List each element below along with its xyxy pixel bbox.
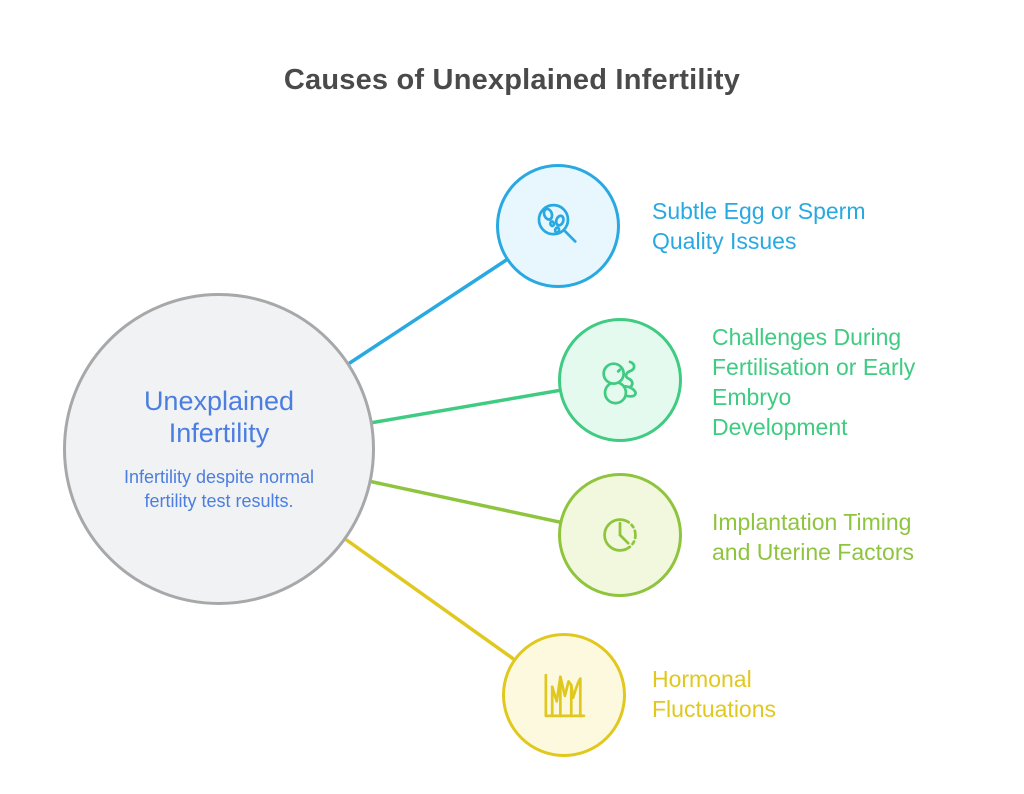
branch-node-egg-sperm-quality: [496, 164, 620, 288]
magnifier-cells-icon: [537, 203, 577, 243]
branch-node-hormonal-fluctuations: [502, 633, 626, 757]
clock-icon: [603, 518, 637, 552]
branch-label-fertilisation-embryo: Challenges During Fertilisation or Early…: [712, 324, 916, 440]
center-node-title: Unexplained Infertility: [143, 386, 295, 448]
fluctuation-chart-icon: [544, 673, 586, 718]
branch-label-implantation-uterine: Implantation Timing and Uterine Factors: [712, 509, 914, 565]
branch-node-implantation-uterine: [558, 473, 682, 597]
branch-node-fertilisation-embryo: [558, 318, 682, 442]
embryo-icon: [602, 360, 637, 405]
center-node-subtitle: Infertility despite normal fertility tes…: [123, 467, 315, 511]
branch-label-hormonal-fluctuations: Hormonal Fluctuations: [652, 666, 777, 722]
branch-label-egg-sperm-quality: Subtle Egg or Sperm Quality Issues: [652, 198, 866, 254]
page-title: Causes of Unexplained Infertility: [283, 64, 741, 96]
center-node-unexplained-infertility: Unexplained Infertility Infertility desp…: [63, 293, 375, 605]
